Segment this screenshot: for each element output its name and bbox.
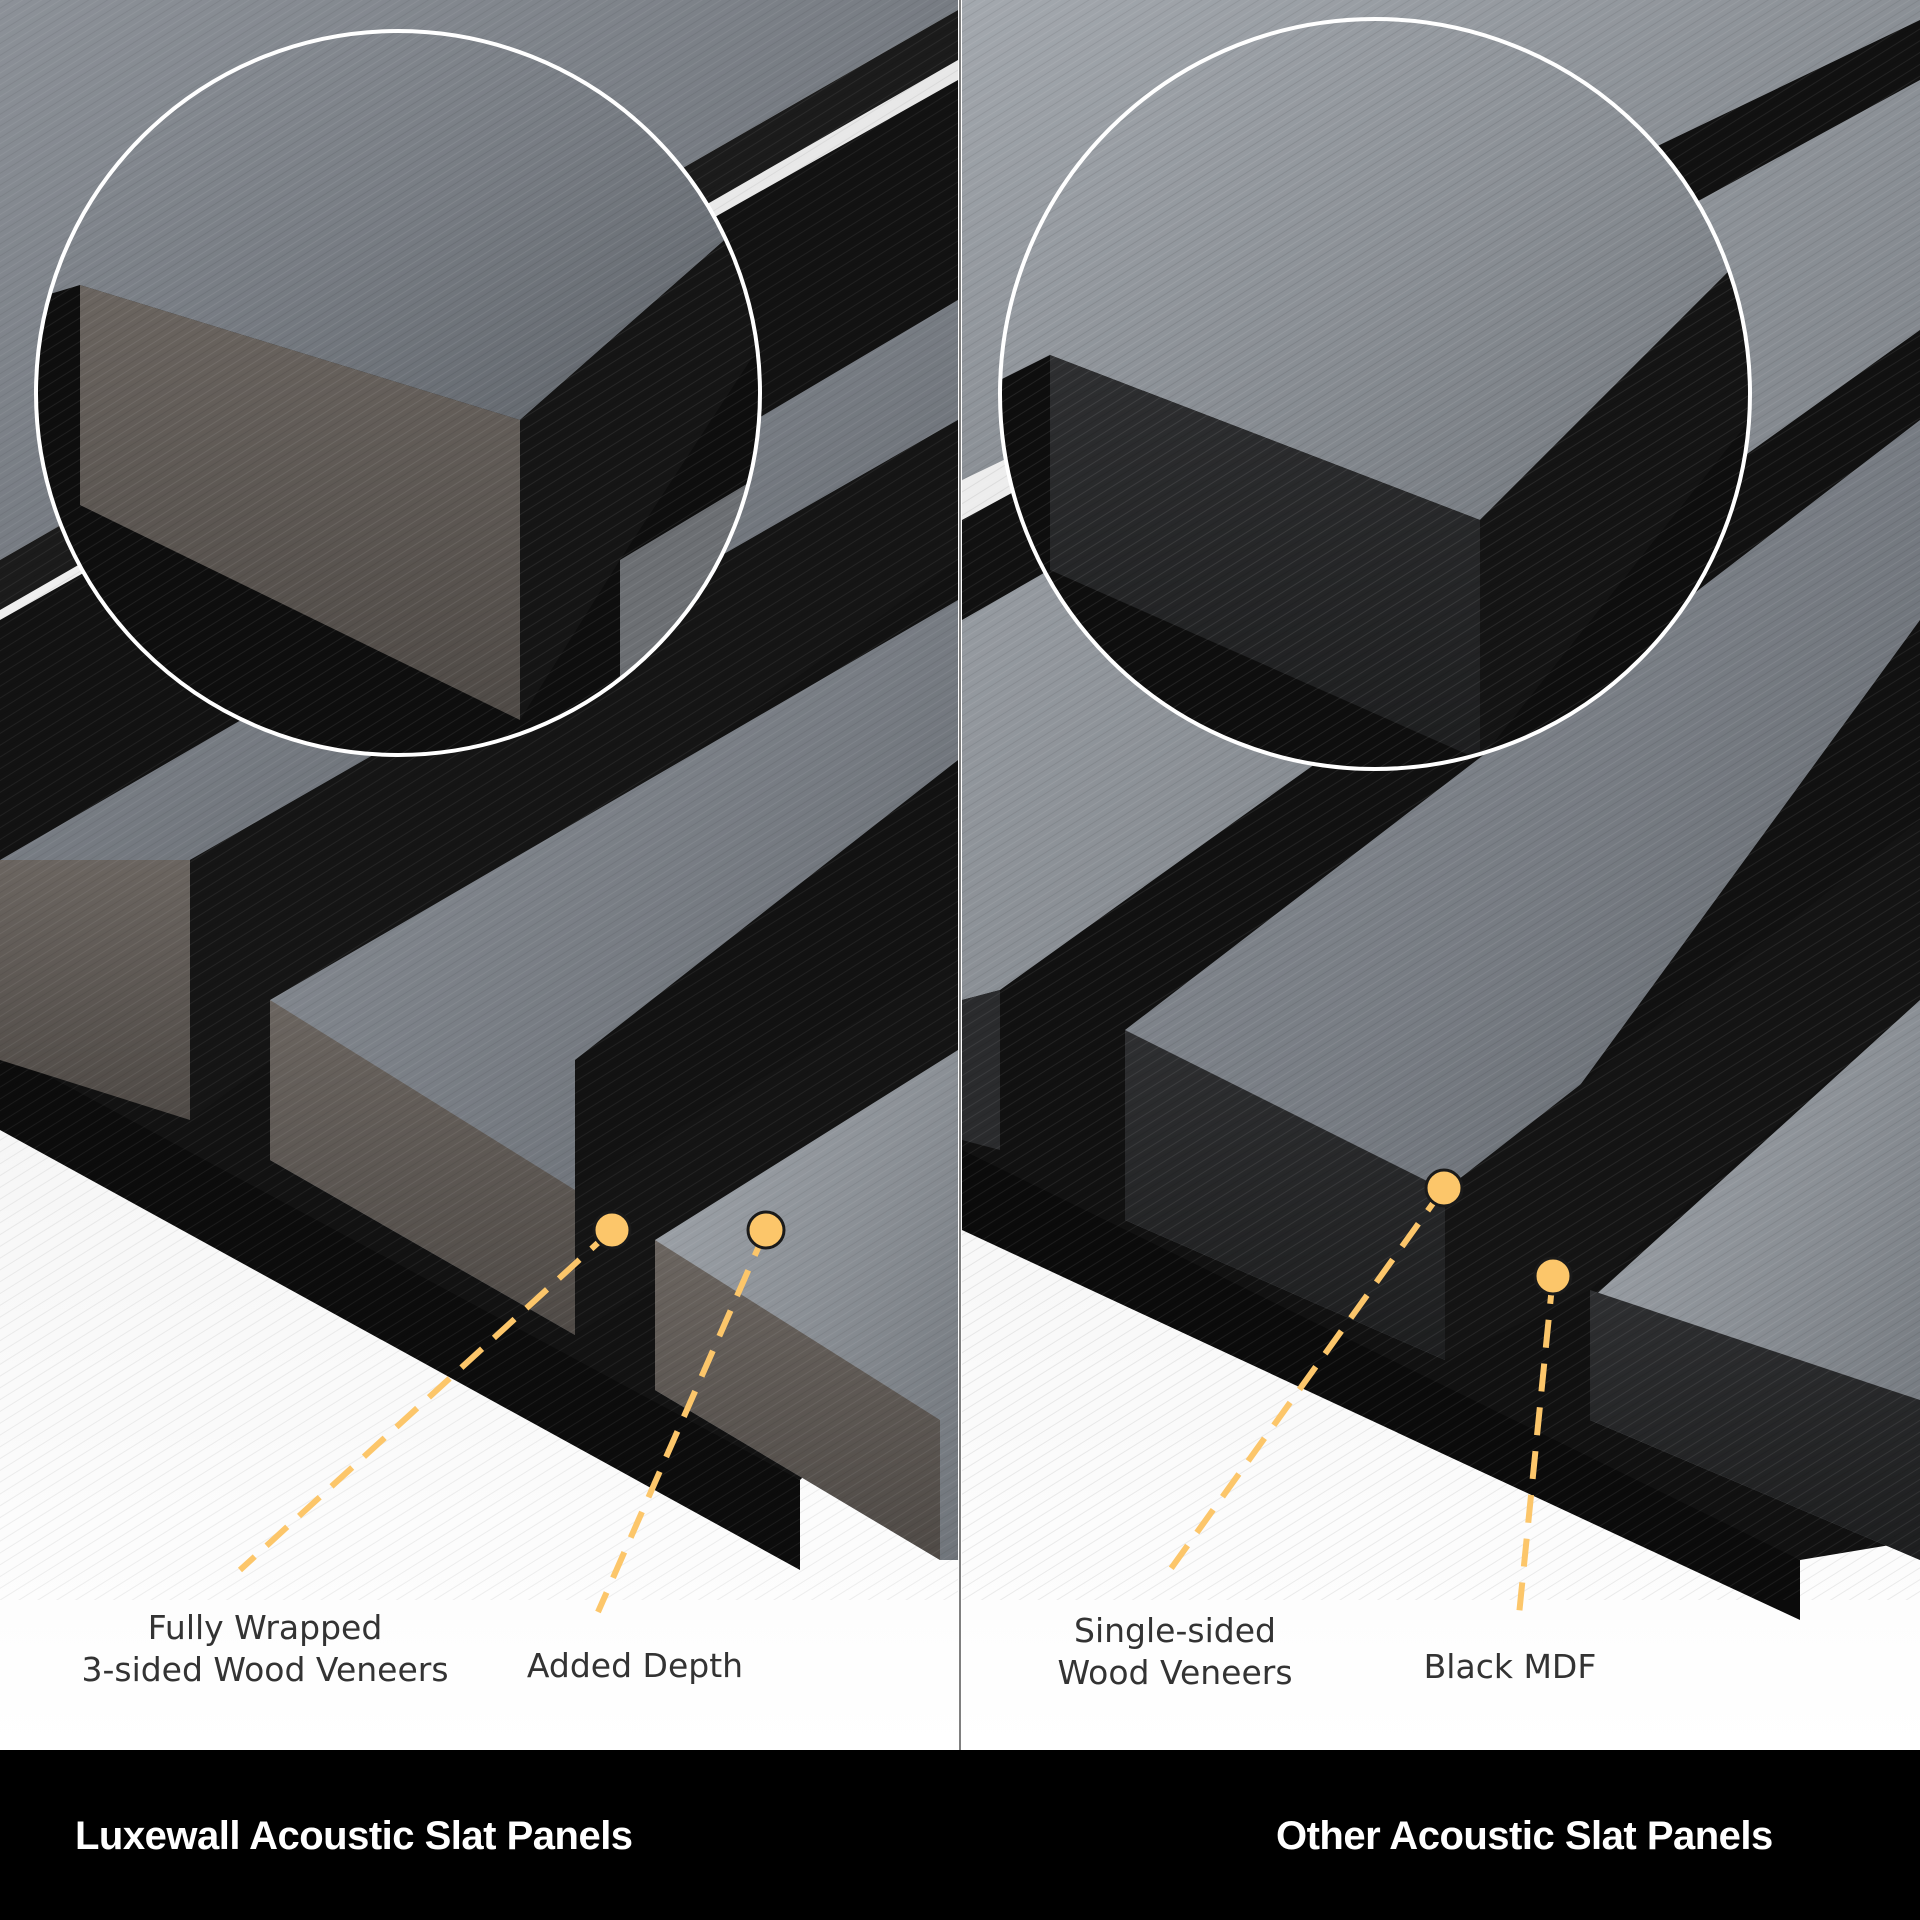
caption-bar bbox=[0, 1750, 1920, 1920]
marker-dot-depth bbox=[746, 1210, 786, 1250]
callout-label-single-line-1: Single-sided bbox=[1074, 1611, 1276, 1650]
left-caption: Luxewall Acoustic Slat Panels bbox=[75, 1814, 633, 1858]
left-product-photo bbox=[0, 0, 958, 1750]
callout-label-single-line-2: Wood Veneers bbox=[1057, 1653, 1293, 1692]
callout-label-single: Single-sided Wood Veneers bbox=[1030, 1610, 1320, 1694]
left-detail-magnifier bbox=[34, 29, 762, 757]
right-detail-magnifier bbox=[998, 17, 1752, 771]
callout-label-depth-line-1: Added Depth bbox=[526, 1646, 744, 1685]
leader-line-single bbox=[1167, 1186, 1447, 1572]
leader-line-mdf bbox=[1515, 1275, 1556, 1626]
callout-label-wrapped-line-2: 3-sided Wood Veneers bbox=[81, 1650, 449, 1689]
leader-line-wrapped bbox=[237, 1227, 615, 1573]
marker-dot-mdf bbox=[1533, 1256, 1573, 1296]
leader-line-depth bbox=[595, 1228, 769, 1614]
callout-label-wrapped-line-1: Fully Wrapped bbox=[147, 1608, 383, 1647]
right-caption: Other Acoustic Slat Panels bbox=[1276, 1814, 1773, 1858]
callout-label-depth: Added Depth bbox=[500, 1645, 770, 1687]
callout-markers bbox=[237, 1168, 1573, 1626]
marker-dot-single bbox=[1424, 1168, 1464, 1208]
callout-label-mdf: Black MDF bbox=[1395, 1646, 1625, 1688]
callout-label-wrapped: Fully Wrapped 3-sided Wood Veneers bbox=[55, 1607, 475, 1691]
marker-dot-wrapped bbox=[592, 1210, 632, 1250]
callout-label-mdf-line-1: Black MDF bbox=[1423, 1647, 1597, 1686]
